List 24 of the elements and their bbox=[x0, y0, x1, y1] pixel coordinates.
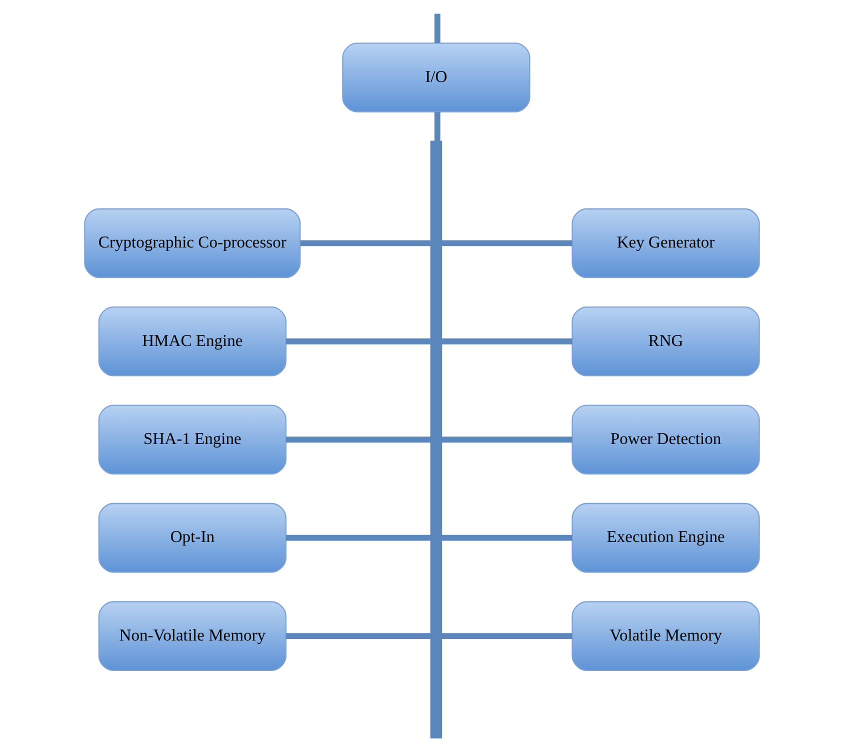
node-box: Key Generator bbox=[571, 208, 760, 278]
node-box: Volatile Memory bbox=[571, 601, 760, 671]
connector bbox=[285, 338, 430, 344]
node-box: Opt-In bbox=[98, 502, 286, 573]
connector bbox=[441, 436, 572, 443]
connector bbox=[434, 14, 440, 44]
node-box: Non-Volatile Memory bbox=[98, 601, 286, 671]
connector bbox=[285, 534, 430, 541]
node-box: SHA-1 Engine bbox=[98, 404, 286, 475]
connector bbox=[441, 534, 572, 541]
node-box: Cryptographic Co-processor bbox=[84, 208, 300, 278]
connector bbox=[300, 240, 430, 246]
connector bbox=[285, 633, 430, 640]
connector bbox=[441, 338, 572, 344]
node-box: I/O bbox=[342, 42, 530, 112]
node-box: Execution Engine bbox=[571, 502, 760, 573]
node-box: RNG bbox=[571, 306, 760, 376]
connector bbox=[285, 436, 430, 443]
node-bar bbox=[430, 140, 442, 738]
node-box: Power Detection bbox=[571, 404, 760, 475]
connector bbox=[441, 240, 572, 246]
connector bbox=[434, 112, 440, 142]
node-box: HMAC Engine bbox=[98, 306, 286, 376]
connector bbox=[441, 633, 572, 640]
